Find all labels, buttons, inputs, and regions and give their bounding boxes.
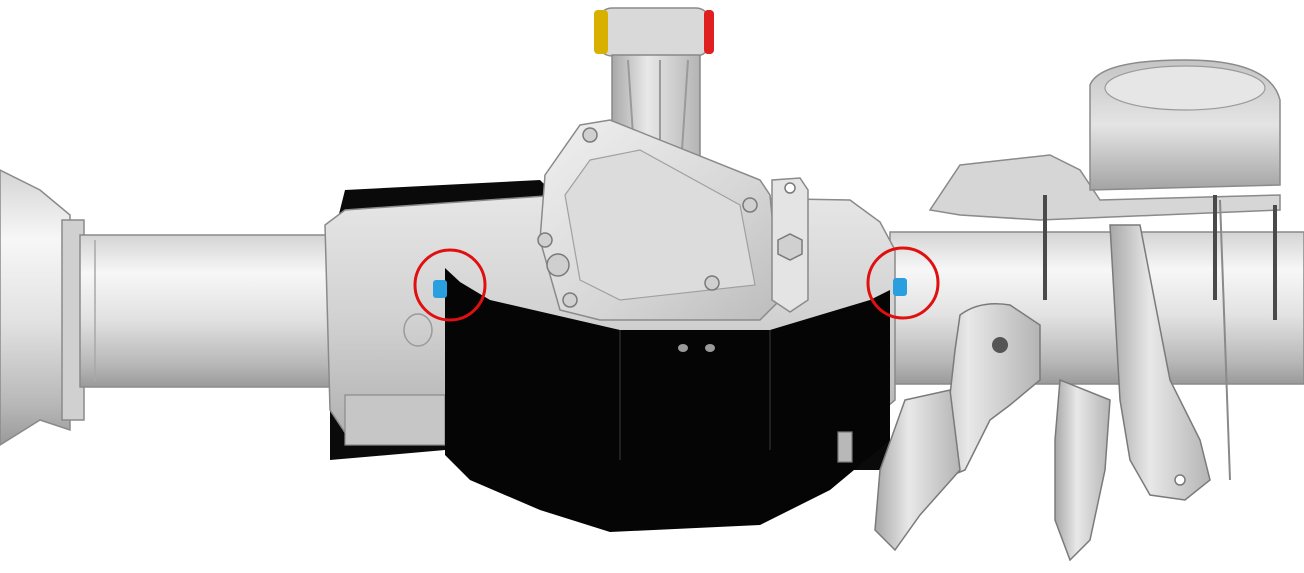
u-bolt-plate [1109, 199, 1231, 501]
left-axle-tube [0, 169, 341, 446]
cover-side-bracket [771, 177, 809, 313]
skid-plate [445, 268, 890, 532]
right-mount-highlight-circle [866, 246, 940, 320]
left-mount-highlight-circle [413, 248, 487, 322]
right-fastener [893, 278, 907, 296]
lower-spring-plate [874, 303, 1111, 562]
right-axle-tube [889, 231, 1304, 385]
spring-perch-bracket [928, 59, 1281, 320]
differential-cover [537, 119, 781, 321]
left-fastener [433, 280, 447, 298]
housing-bolt-stud [837, 431, 853, 463]
